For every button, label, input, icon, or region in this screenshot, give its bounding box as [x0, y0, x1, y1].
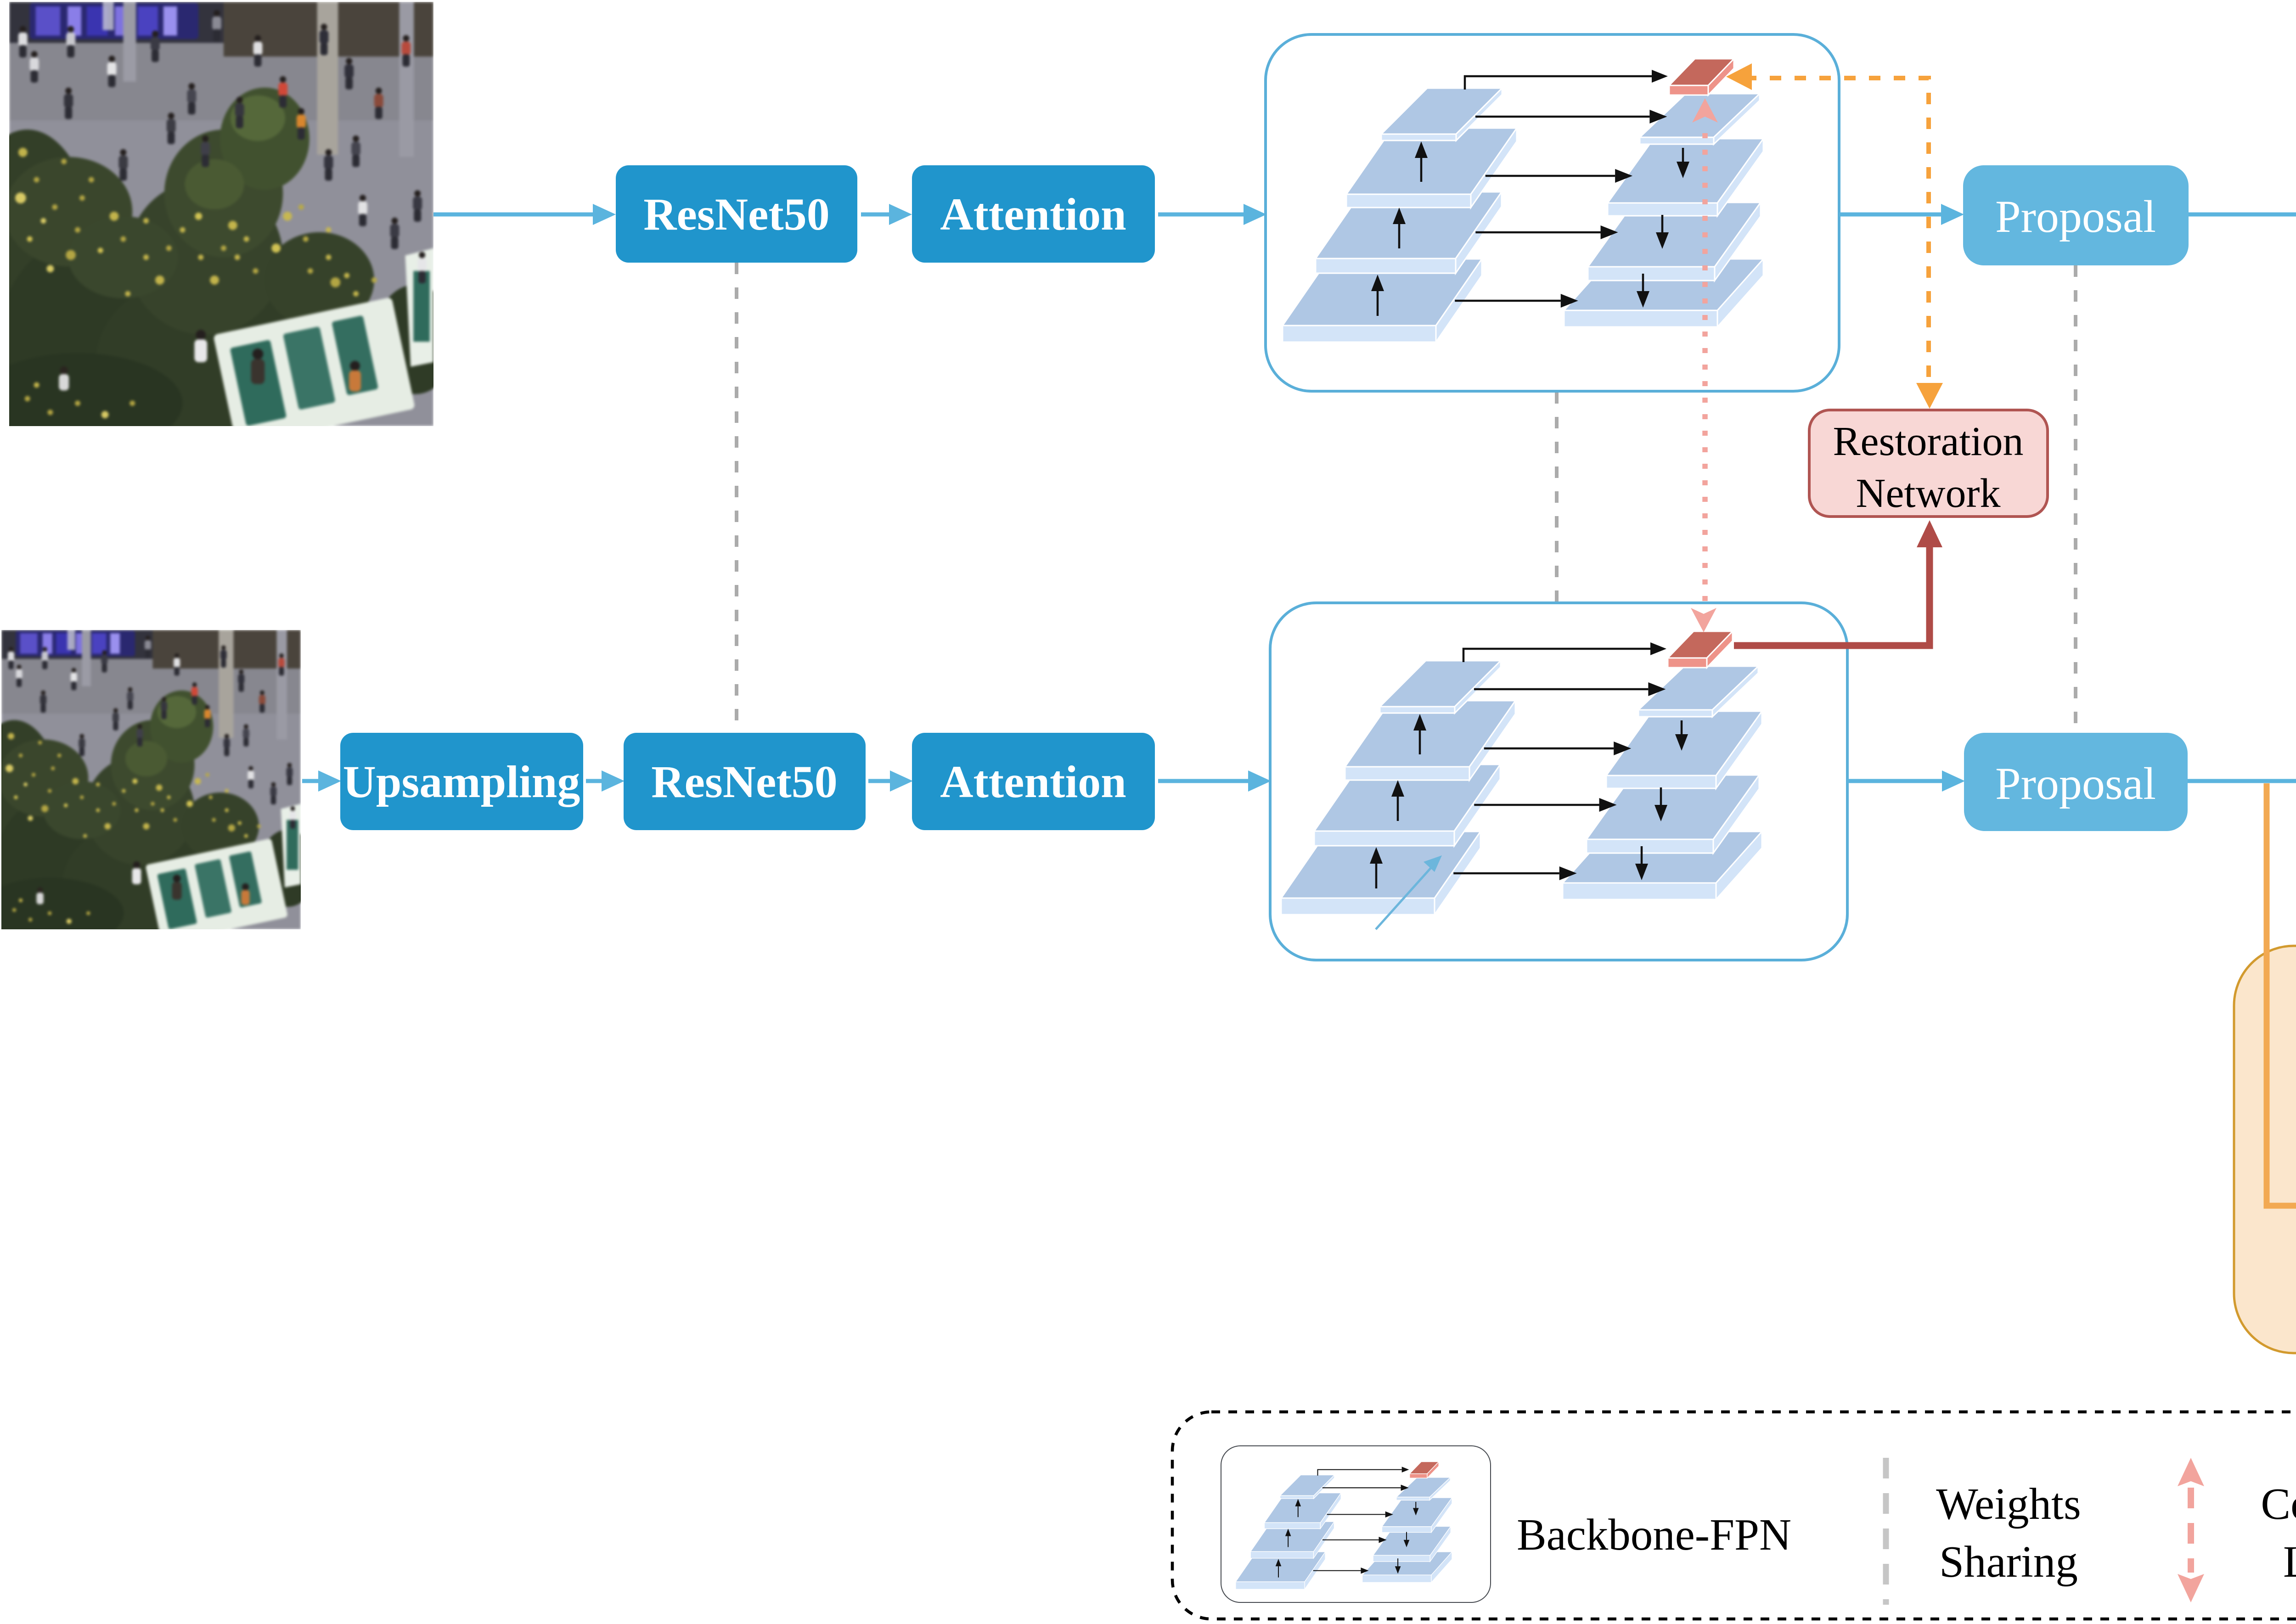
svg-text:Backbone-FPN: Backbone-FPN — [1517, 1510, 1791, 1559]
svg-text:Proposal: Proposal — [1995, 758, 2156, 809]
svg-text:Sharing: Sharing — [1939, 1537, 2078, 1586]
svg-text:ResNet50: ResNet50 — [651, 756, 837, 807]
svg-text:Contrastive: Contrastive — [2261, 1479, 2296, 1528]
svg-text:Proposal: Proposal — [1995, 191, 2156, 242]
svg-text:Restoration: Restoration — [1833, 419, 2024, 464]
svg-text:Upsampling: Upsampling — [343, 756, 580, 807]
svg-text:ResNet50: ResNet50 — [643, 189, 829, 240]
svg-text:Weights: Weights — [1936, 1479, 2081, 1528]
svg-text:Attention: Attention — [940, 756, 1126, 807]
svg-text:Learning: Learning — [2283, 1537, 2296, 1586]
svg-text:Network: Network — [1856, 471, 2001, 516]
svg-text:Attention: Attention — [940, 189, 1126, 240]
